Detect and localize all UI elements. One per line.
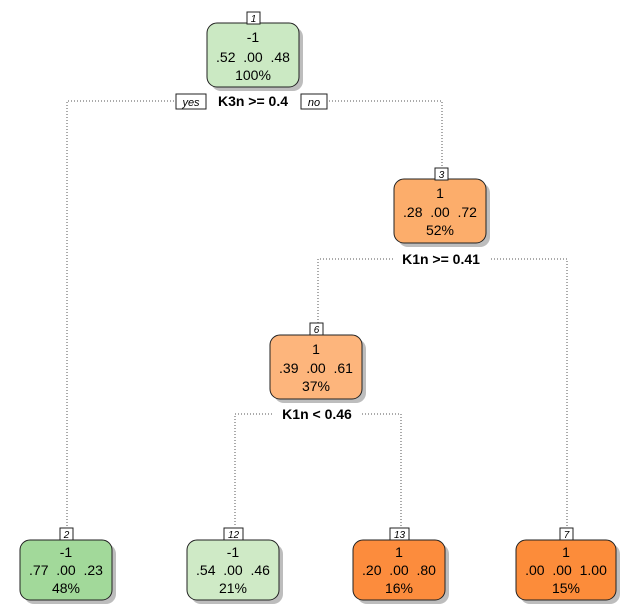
node-class: -1 bbox=[227, 544, 240, 560]
tree-edges bbox=[66, 100, 568, 527]
node-id: 3 bbox=[439, 170, 445, 181]
node-probs: .28 .00 .72 bbox=[403, 204, 477, 220]
node-id-box bbox=[309, 322, 324, 336]
node-id-box bbox=[389, 527, 410, 541]
tree-node-13: 13 1 .20 .00 .80 16% bbox=[352, 527, 449, 604]
node-class: -1 bbox=[247, 29, 260, 45]
no-label: no bbox=[308, 97, 320, 109]
tree-node-3: 3 1 .28 .00 .72 52% bbox=[393, 167, 490, 247]
edge-6-13 bbox=[359, 413, 402, 527]
node-id-box bbox=[223, 527, 244, 541]
edge-3-7 bbox=[491, 258, 568, 527]
tree-node-6: 6 1 .39 .00 .61 37% bbox=[269, 322, 366, 403]
node-id-box bbox=[559, 527, 574, 541]
node-id: 7 bbox=[564, 530, 570, 541]
edge-1-2 bbox=[66, 100, 174, 527]
edge-6-12 bbox=[234, 413, 275, 527]
split-node-3: K1n >= 0.41 bbox=[394, 250, 490, 268]
yes-label-box bbox=[175, 93, 207, 110]
node-id: 13 bbox=[394, 530, 406, 541]
node-class: 1 bbox=[312, 341, 320, 357]
node-probs: .00 .00 1.00 bbox=[525, 562, 607, 578]
split-node-6: K1n < 0.46 bbox=[274, 405, 360, 423]
node-percent: 15% bbox=[552, 580, 580, 596]
node-id-box bbox=[246, 11, 261, 25]
node-probs: .77 .00 .23 bbox=[29, 562, 103, 578]
node-id: 1 bbox=[251, 14, 257, 25]
node-probs: .52 .00 .48 bbox=[216, 49, 290, 65]
node-class: 1 bbox=[562, 544, 570, 560]
node-id-box bbox=[59, 527, 74, 541]
node-id-box bbox=[434, 167, 449, 181]
node-percent: 21% bbox=[219, 580, 247, 596]
tree-node-2: 2 -1 .77 .00 .23 48% bbox=[19, 527, 116, 604]
tree-node-7: 7 1 .00 .00 1.00 15% bbox=[515, 527, 620, 604]
node-id: 6 bbox=[314, 325, 320, 336]
node-percent: 100% bbox=[235, 67, 271, 83]
yes-label: yes bbox=[181, 97, 200, 109]
split-label: K1n >= 0.41 bbox=[402, 251, 480, 267]
node-probs: .54 .00 .46 bbox=[196, 562, 270, 578]
node-class: 1 bbox=[395, 544, 403, 560]
split-label: K1n < 0.46 bbox=[282, 406, 352, 422]
split-label: K3n >= 0.4 bbox=[218, 93, 288, 109]
node-percent: 48% bbox=[52, 580, 80, 596]
node-id: 12 bbox=[228, 530, 240, 541]
edge-1-3 bbox=[329, 100, 443, 168]
split-node-1: K3n >= 0.4 yes no bbox=[175, 92, 328, 110]
node-id: 2 bbox=[63, 530, 70, 541]
edge-3-6 bbox=[317, 258, 393, 323]
node-percent: 52% bbox=[426, 222, 454, 238]
no-label-box bbox=[300, 93, 328, 110]
tree-node-12: 12 -1 .54 .00 .46 21% bbox=[186, 527, 283, 604]
node-probs: .20 .00 .80 bbox=[362, 562, 436, 578]
node-percent: 37% bbox=[302, 378, 330, 394]
tree-node-1: 1 -1 .52 .00 .48 100% bbox=[206, 11, 303, 91]
node-class: 1 bbox=[436, 185, 444, 201]
node-class: -1 bbox=[60, 544, 73, 560]
node-probs: .39 .00 .61 bbox=[279, 360, 353, 376]
node-percent: 16% bbox=[385, 580, 413, 596]
